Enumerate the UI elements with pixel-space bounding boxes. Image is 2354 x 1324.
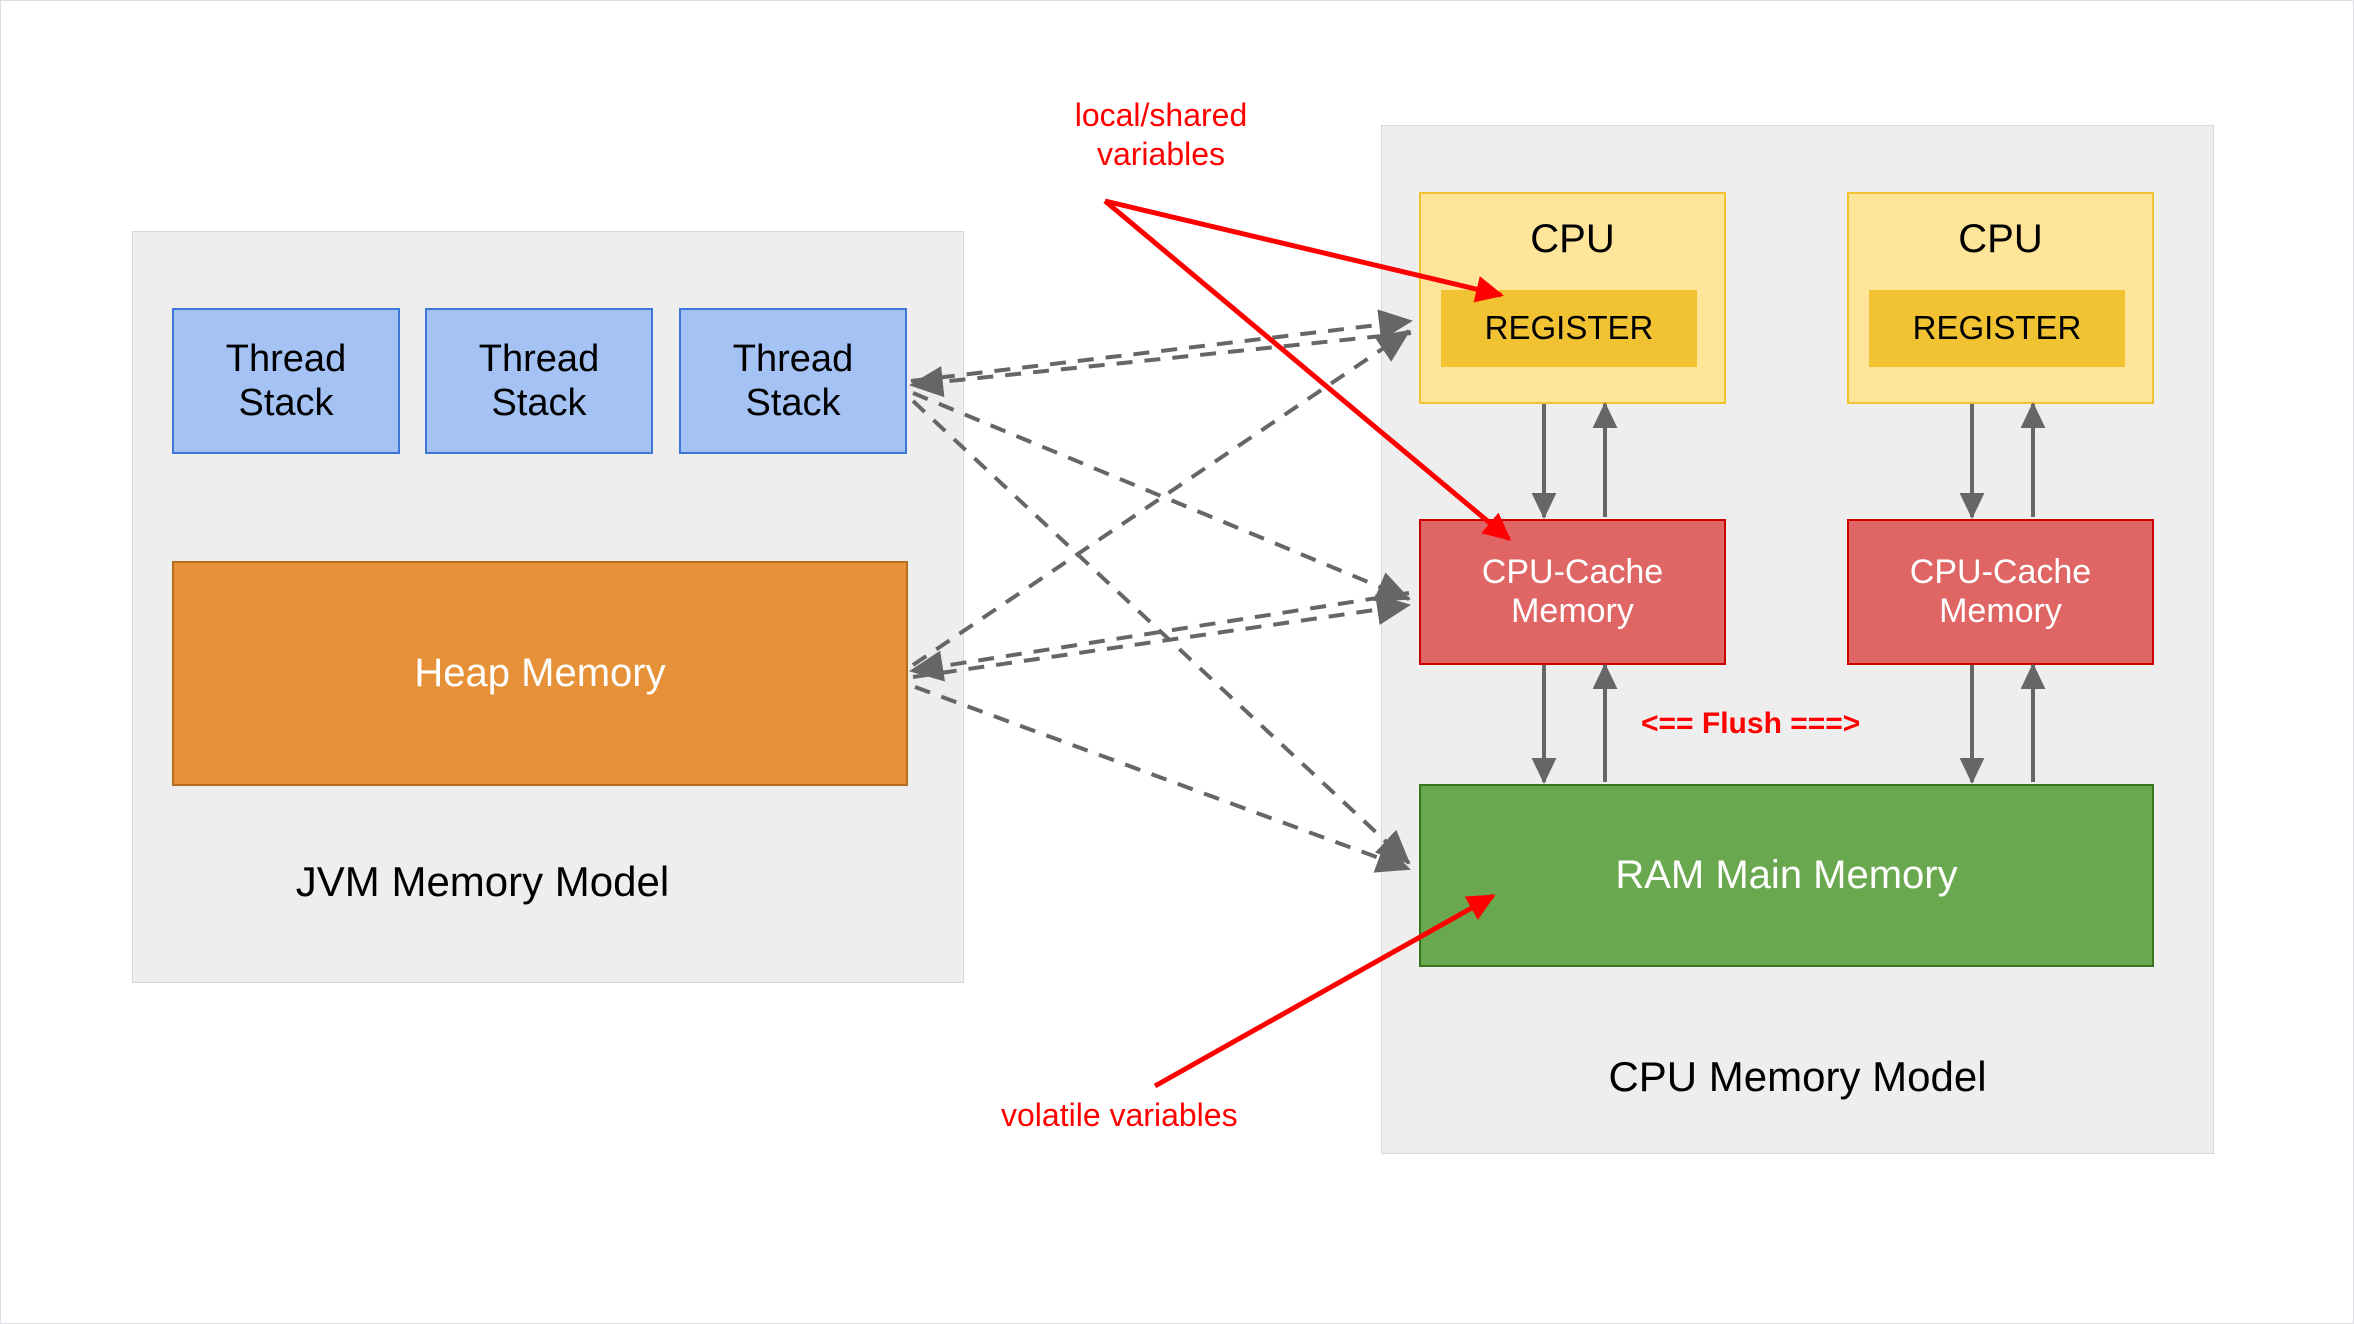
thread-stack-label: Thread Stack	[478, 337, 600, 424]
thread-stack-label: Thread Stack	[732, 337, 854, 424]
cpu-cache-label: CPU-Cache Memory	[1909, 552, 2092, 630]
cpu-cache-memory-box-2[interactable]: CPU-Cache Memory	[1847, 519, 2154, 665]
heap-memory-label: Heap Memory	[414, 651, 666, 696]
cpu-label: CPU	[1958, 217, 2043, 261]
connector-heap-to-ram	[914, 685, 1411, 873]
ram-main-memory-box[interactable]: RAM Main Memory	[1419, 784, 2154, 967]
connector-threadstack-to-cache	[912, 391, 1411, 602]
thread-stack-box-1[interactable]: Thread Stack	[172, 308, 400, 454]
connector-register-to-threadstack	[909, 331, 1412, 398]
volatile-variables-annotation: volatile variables	[1001, 1097, 1238, 1133]
register-box-1[interactable]: REGISTER	[1441, 290, 1697, 367]
connector-heap-to-cache	[912, 594, 1411, 679]
register-label: REGISTER	[1484, 309, 1654, 347]
connector-cache-to-heap	[909, 591, 1410, 682]
thread-stack-box-2[interactable]: Thread Stack	[425, 308, 653, 454]
ram-main-memory-label: RAM Main Memory	[1615, 853, 1958, 898]
register-label: REGISTER	[1912, 309, 2082, 347]
heap-memory-box[interactable]: Heap Memory	[172, 561, 908, 786]
thread-stack-label: Thread Stack	[225, 337, 347, 424]
flush-label: <== Flush ===>	[1641, 707, 1861, 740]
jvm-memory-model-title: JVM Memory Model	[295, 858, 670, 905]
connector-threadstack-to-ram	[911, 399, 1411, 865]
local-shared-variables-annotation: local/shared variables	[1074, 97, 1248, 173]
cpu-cache-memory-box-1[interactable]: CPU-Cache Memory	[1419, 519, 1726, 665]
cpu-cache-label: CPU-Cache Memory	[1481, 552, 1664, 630]
connector-threadstack-to-register	[910, 309, 1413, 383]
cpu-memory-model-title: CPU Memory Model	[1608, 1053, 1987, 1100]
connector-heap-to-register	[911, 329, 1411, 667]
cpu-label: CPU	[1530, 217, 1615, 261]
thread-stack-box-3[interactable]: Thread Stack	[679, 308, 907, 454]
register-box-2[interactable]: REGISTER	[1869, 290, 2125, 367]
